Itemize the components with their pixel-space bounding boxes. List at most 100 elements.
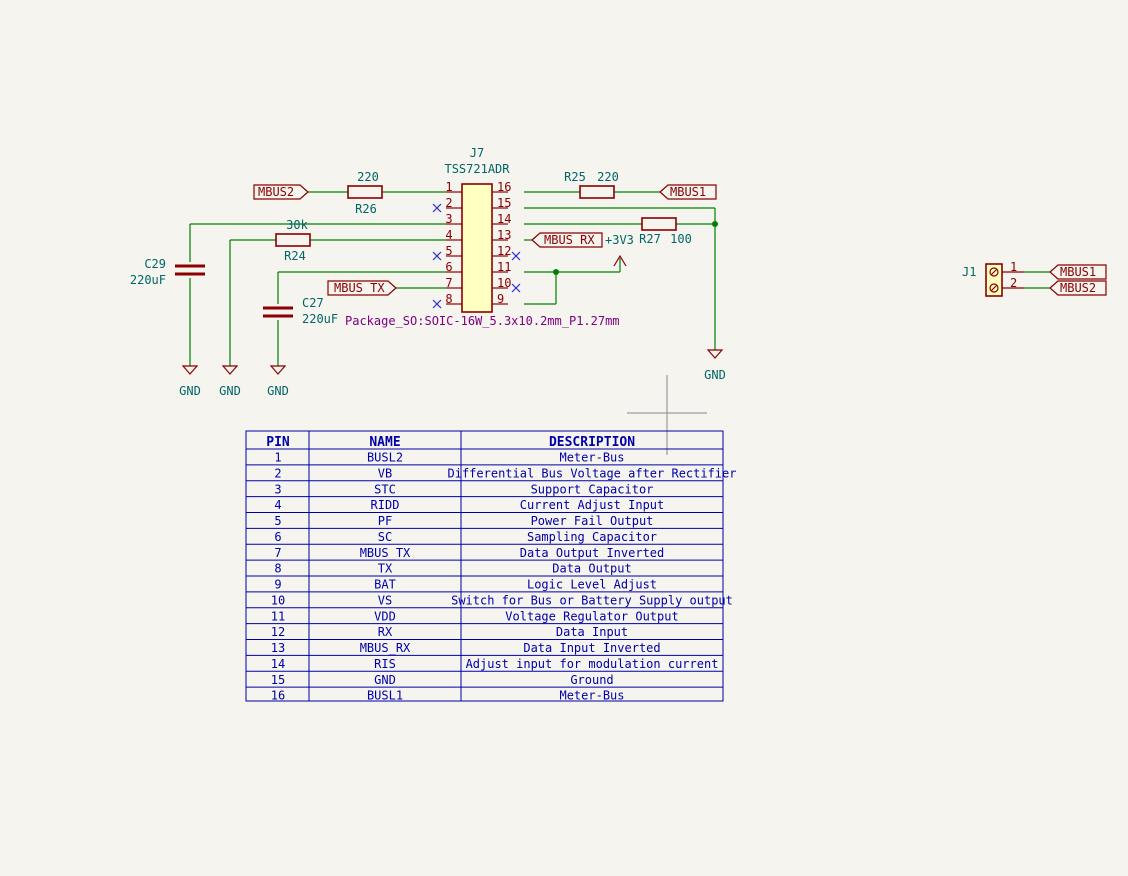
table-header-name: NAME <box>369 435 400 450</box>
net-label-j1-mbus1[interactable]: MBUS1 <box>1049 264 1107 280</box>
svg-text:MBUS_RX: MBUS_RX <box>544 233 595 247</box>
table-cell-pin: 12 <box>271 625 285 639</box>
wires <box>189 191 1050 366</box>
table-row: 5 PF Power Fail Output <box>274 514 653 528</box>
table-header-description: DESCRIPTION <box>549 435 635 450</box>
table-cell-pin: 3 <box>274 482 281 496</box>
table-cell-name: PF <box>378 514 392 528</box>
ic-pin-number: 12 <box>497 244 511 258</box>
table-cell-name: SC <box>378 530 392 544</box>
table-cell-pin: 5 <box>274 514 281 528</box>
table-cell-name: BUSL2 <box>367 451 403 465</box>
table-row: 8 TX Data Output <box>274 562 631 576</box>
j1-ref: J1 <box>962 265 976 279</box>
ic-value: TSS721ADR <box>444 162 510 176</box>
ic-pin-number: 1 <box>445 180 452 194</box>
resistor-r24[interactable]: 30k R24 <box>275 218 311 263</box>
crosshair-cursor-icon <box>627 375 707 455</box>
table-cell-pin: 9 <box>274 578 281 592</box>
j1-pin-1: 1 <box>1010 260 1017 274</box>
svg-text:MBUS2: MBUS2 <box>258 185 294 199</box>
c29-ref: C29 <box>144 257 166 271</box>
power-3v3-label: +3V3 <box>605 233 634 247</box>
resistor-r27[interactable]: R27 100 <box>639 217 692 246</box>
table-cell-name: STC <box>374 482 396 496</box>
table-cell-name: RIS <box>374 657 396 671</box>
power-3v3-symbol[interactable]: +3V3 <box>605 233 634 267</box>
table-cell-description: Switch for Bus or Battery Supply output <box>451 593 733 607</box>
gnd-label: GND <box>704 368 726 382</box>
table-cell-description: Power Fail Output <box>531 514 654 528</box>
ic-ref: J7 <box>470 146 484 160</box>
capacitor-c29[interactable]: C29 220uF <box>130 257 205 287</box>
net-label-mbus-tx[interactable]: MBUS_TX <box>327 280 397 296</box>
table-cell-pin: 15 <box>271 673 285 687</box>
svg-text:MBUS_TX: MBUS_TX <box>334 281 385 295</box>
connector-j1[interactable]: J1 1 2 <box>962 260 1024 297</box>
gnd-label: GND <box>219 384 241 398</box>
gnd-symbol[interactable]: GND <box>267 365 289 398</box>
table-cell-pin: 6 <box>274 530 281 544</box>
table-cell-name: TX <box>378 562 393 576</box>
table-cell-description: Data Output <box>552 562 631 576</box>
gnd-label: GND <box>267 384 289 398</box>
table-cell-name: VS <box>378 593 392 607</box>
table-cell-pin: 8 <box>274 562 281 576</box>
table-row: 6 SC Sampling Capacitor <box>274 530 657 544</box>
net-label-mbus-rx[interactable]: MBUS_RX <box>531 232 603 248</box>
table-cell-pin: 11 <box>271 609 285 623</box>
ic-pin-number: 3 <box>445 212 452 226</box>
table-cell-name: VDD <box>374 609 396 623</box>
table-cell-name: GND <box>374 673 396 687</box>
r25-value: 220 <box>597 170 619 184</box>
ic-pin-number: 4 <box>445 228 452 242</box>
resistor-r26[interactable]: 220 R26 <box>347 170 383 216</box>
table-cell-description: Adjust input for modulation current <box>466 657 719 671</box>
ic-pin-number: 7 <box>445 276 452 290</box>
table-cell-name: BAT <box>374 578 396 592</box>
net-label-j1-mbus2[interactable]: MBUS2 <box>1049 280 1107 296</box>
ic-pin-number: 6 <box>445 260 452 274</box>
c27-ref: C27 <box>302 296 324 310</box>
net-label-mbus1-right[interactable]: MBUS1 <box>659 184 717 200</box>
ic-pin-number: 14 <box>497 212 511 226</box>
ic-pin-number: 15 <box>497 196 511 210</box>
table-cell-pin: 7 <box>274 546 281 560</box>
gnd-symbol[interactable]: GND <box>704 349 726 382</box>
table-cell-name: RX <box>378 625 393 639</box>
gnd-symbol[interactable]: GND <box>179 365 201 398</box>
table-cell-name: VB <box>378 466 392 480</box>
capacitor-c27[interactable]: C27 220uF <box>263 296 338 326</box>
table-cell-description: Data Input <box>556 625 628 639</box>
table-cell-description: Sampling Capacitor <box>527 530 657 544</box>
table-cell-pin: 2 <box>274 466 281 480</box>
table-cell-description: Data Output Inverted <box>520 546 665 560</box>
table-cell-description: Logic Level Adjust <box>527 578 657 592</box>
table-cell-name: BUSL1 <box>367 689 403 703</box>
gnd-symbol[interactable]: GND <box>219 365 241 398</box>
r26-ref: R26 <box>355 202 377 216</box>
junction-dot <box>712 221 718 227</box>
r27-ref: R27 <box>639 232 661 246</box>
gnd-label: GND <box>179 384 201 398</box>
table-cell-pin: 16 <box>271 689 285 703</box>
resistor-r25[interactable]: R25 220 <box>564 170 619 199</box>
net-label-mbus2-left[interactable]: MBUS2 <box>253 184 309 200</box>
r27-value: 100 <box>670 232 692 246</box>
c29-value: 220uF <box>130 273 166 287</box>
svg-text:MBUS1: MBUS1 <box>1060 265 1096 279</box>
table-cell-name: RIDD <box>371 498 400 512</box>
table-cell-pin: 10 <box>271 593 285 607</box>
j1-pin-2: 2 <box>1010 276 1017 290</box>
table-cell-description: Voltage Regulator Output <box>505 609 678 623</box>
